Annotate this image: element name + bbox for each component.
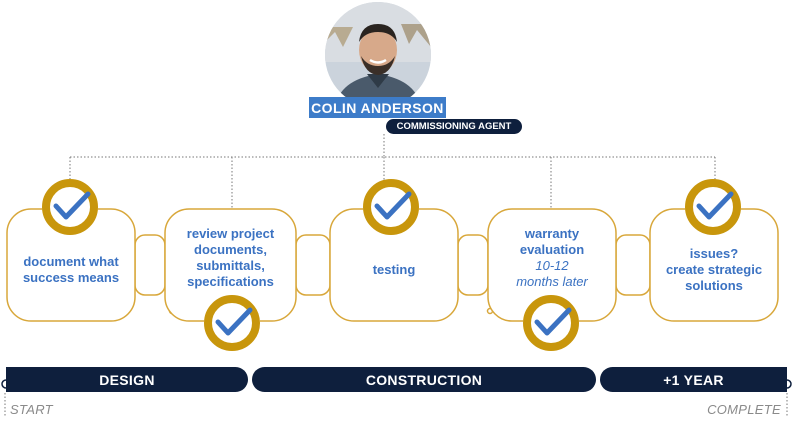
step-1-line: document what	[23, 254, 119, 269]
avatar	[325, 2, 431, 108]
step-4-subline: 10-12	[535, 258, 569, 273]
step-2-line: submittals,	[196, 258, 265, 273]
person-name-label: COLIN ANDERSON	[309, 97, 446, 118]
step-5-line: issues?	[689, 246, 739, 261]
step-4-subline: months later	[516, 274, 588, 289]
timeline-end-label: COMPLETE	[707, 402, 781, 417]
step-4-text: warranty evaluation 10-12 months later	[488, 218, 616, 298]
checkmark-circle-icon	[685, 179, 741, 235]
step-2-text: review project documents, submittals, sp…	[165, 218, 296, 298]
step-5-text: issues? create strategic solutions	[650, 230, 778, 310]
step-5-line: solutions	[685, 278, 743, 293]
step-2-line: documents,	[194, 242, 267, 257]
step-3-text: testing	[330, 230, 458, 310]
checkmark-circle-icon	[42, 179, 98, 235]
connector-lines	[69, 134, 716, 210]
step-4-line: evaluation	[519, 242, 585, 257]
timeline-start-label: START	[10, 402, 53, 417]
step-1-line: success means	[22, 270, 120, 285]
checkmark-circle-icon	[523, 295, 579, 351]
person-role-badge: COMMISSIONING AGENT	[386, 119, 522, 134]
step-3-line: testing	[372, 262, 416, 277]
step-4-line: warranty	[524, 226, 580, 241]
step-5-line: create strategic	[665, 262, 763, 277]
checkmark-circle-icon	[363, 179, 419, 235]
phase-construction: CONSTRUCTION	[252, 367, 596, 392]
phase-plus-one-year: +1 YEAR	[600, 367, 787, 392]
step-2-line: review project	[186, 226, 275, 241]
phase-design: DESIGN	[6, 367, 248, 392]
step-1-text: document what success means	[7, 230, 135, 310]
checkmark-circle-icon	[204, 295, 260, 351]
step-2-line: specifications	[187, 274, 274, 289]
